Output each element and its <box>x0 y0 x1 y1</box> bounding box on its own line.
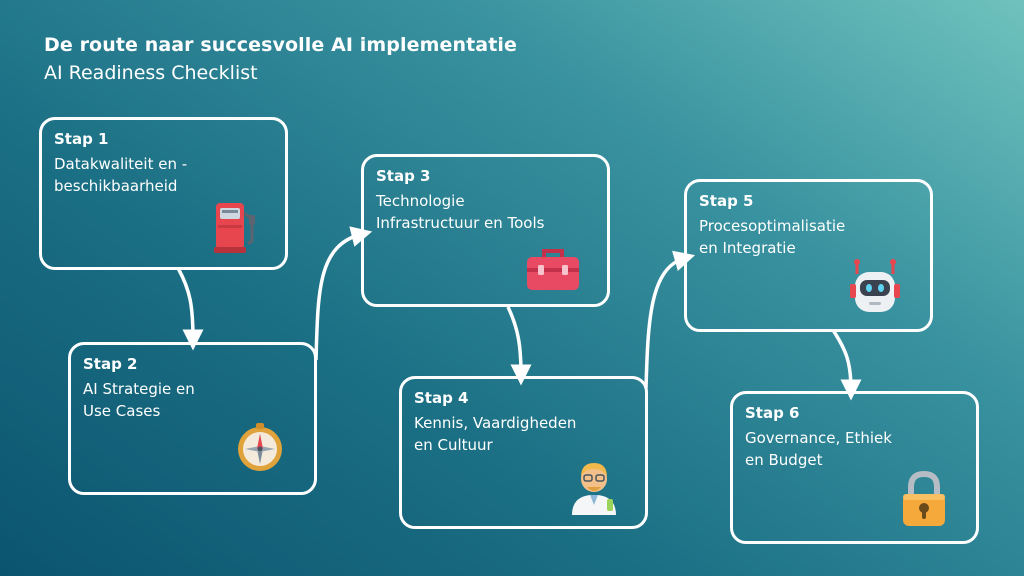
step-title: Stap 5 <box>699 192 754 210</box>
step-description: AI Strategie en Use Cases <box>83 380 195 420</box>
step-card-2: Stap 2 AI Strategie en Use Cases <box>68 342 317 495</box>
connector-step2-step3 <box>314 226 373 361</box>
step-card-6: Stap 6 Governance, Ethiek en Budget <box>730 391 979 544</box>
step-title: Stap 4 <box>414 389 469 407</box>
compass-icon <box>238 423 282 471</box>
step-description: Governance, Ethiek en Budget <box>745 429 892 469</box>
step-description: Procesoptimalisatie en Integratie <box>699 217 846 257</box>
step-card-3: Stap 3 Technologie Infrastructuur en Too… <box>361 154 610 307</box>
step-title: Stap 2 <box>83 355 138 373</box>
step-title: Stap 3 <box>376 167 431 185</box>
step-card-4: Stap 4 Kennis, Vaardigheden en Cultuur <box>399 376 648 529</box>
robot-icon <box>850 259 900 312</box>
fuel-pump-icon <box>214 203 255 253</box>
connector-step5-step6 <box>831 329 862 401</box>
page-subtitle: AI Readiness Checklist <box>44 62 258 84</box>
step-description: Technologie Infrastructuur en Tools <box>376 192 545 232</box>
step-card-5: Stap 5 Procesoptimalisatie en Integratie <box>684 179 933 332</box>
step-description: Kennis, Vaardigheden en Cultuur <box>414 414 577 454</box>
step-card-1: Stap 1 Datakwaliteit en - beschikbaarhei… <box>39 117 288 270</box>
connector-step3-step4 <box>506 306 532 386</box>
lock-icon <box>903 470 945 526</box>
scientist-icon <box>572 463 616 515</box>
step-description: Datakwaliteit en - beschikbaarheid <box>54 155 188 195</box>
step-title: Stap 1 <box>54 130 109 148</box>
toolbox-icon <box>527 249 579 290</box>
step-title: Stap 6 <box>745 404 800 422</box>
connector-step4-step5 <box>644 250 696 389</box>
connector-step1-step2 <box>176 267 204 351</box>
page-title: De route naar succesvolle AI implementat… <box>44 34 517 56</box>
